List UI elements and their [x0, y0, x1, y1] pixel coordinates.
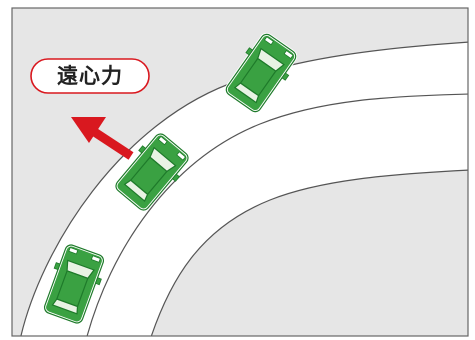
road-surface: [20, 42, 468, 336]
frame-border: [11, 7, 469, 337]
label-text: 遠心力: [57, 64, 123, 88]
road-edge-outer: [20, 41, 468, 336]
road-edge-inner: [150, 169, 468, 336]
lane-line: [86, 93, 468, 336]
centrifugal-force-label: 遠心力: [30, 58, 150, 94]
arrow-up-left-icon: [71, 117, 134, 160]
